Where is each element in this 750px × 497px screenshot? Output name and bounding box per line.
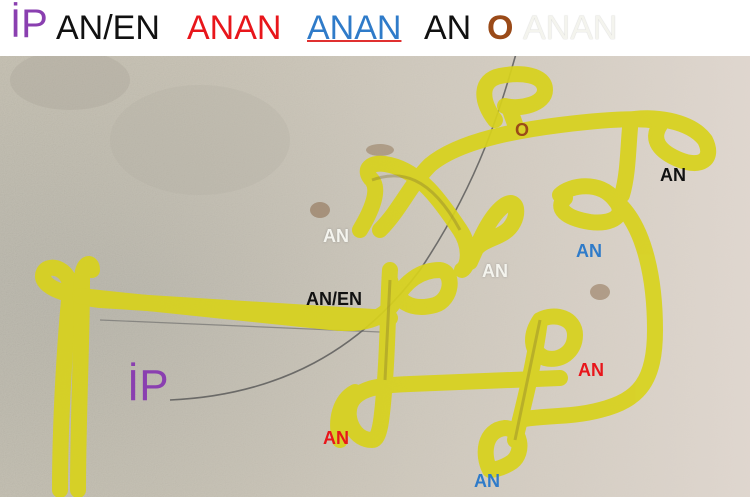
label-an-blue-upper: AN [576,241,602,261]
legend-anan-white: ANAN [523,9,618,47]
label-an-red-left: AN [323,428,349,448]
legend-ip: İP [10,2,48,46]
legend-an-black: AN [424,9,472,47]
label-an-black-right: AN [660,165,686,185]
label-an-white-center: AN [482,261,508,281]
label-an-en: AN/EN [306,289,363,309]
label-o: O [515,120,530,140]
legend-anan-blue: ANAN [307,9,402,47]
legend-o: O [487,9,514,47]
legend-an-en: AN/EN [56,9,160,47]
label-an-white-left: AN [323,226,349,246]
legend-anan-red: ANAN [187,9,282,47]
label-an-red-right: AN [578,360,604,380]
label-ip: İP [127,361,169,410]
legend-header [0,0,750,56]
label-an-blue-lower: AN [474,471,500,491]
highlighter-strands [35,66,717,497]
